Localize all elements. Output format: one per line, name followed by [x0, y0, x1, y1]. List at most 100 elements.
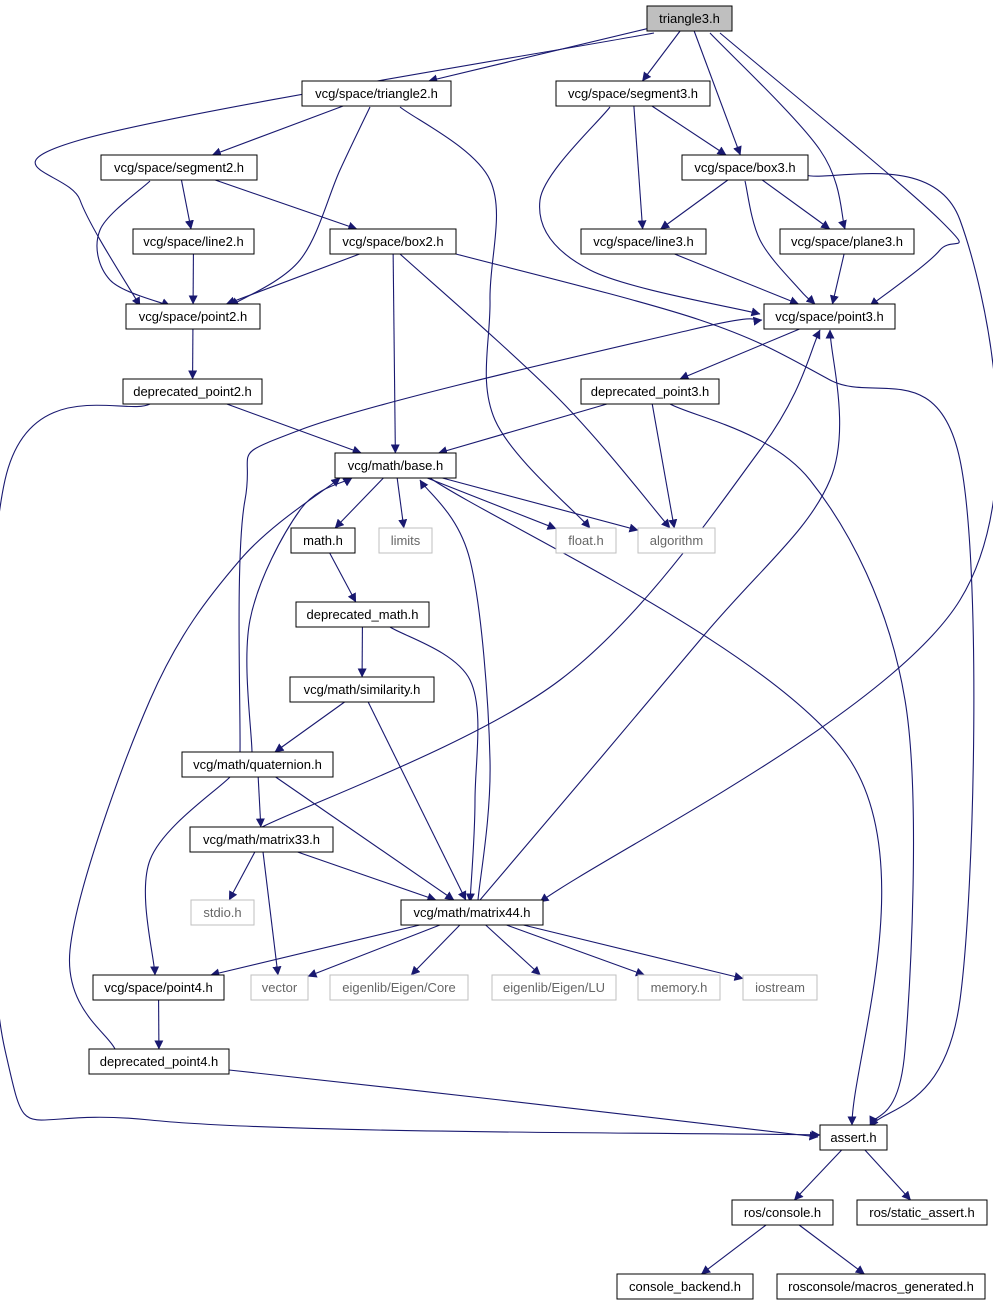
node-box: [819, 1124, 888, 1151]
edge-base-to-algorithm: [442, 477, 639, 533]
edge-line: [226, 403, 362, 455]
edge-line: [660, 179, 729, 230]
node-box: [378, 527, 433, 554]
edge-line: [419, 479, 491, 901]
node-base[interactable]: vcg/math/base.h: [334, 452, 457, 479]
edge-line3-to-point3: [674, 253, 799, 305]
edge-line: [399, 106, 591, 529]
node-label: vector: [262, 980, 298, 995]
edge-ros_console-to-console_backend: [701, 1224, 767, 1275]
node-ros-static-assert[interactable]: ros/static_assert.h: [856, 1199, 988, 1226]
edge-line: [238, 316, 763, 753]
node-box: [731, 1199, 834, 1226]
edge-line: [709, 32, 847, 230]
node-label: vcg/space/box2.h: [342, 234, 443, 249]
node-box: [400, 899, 544, 926]
edge-dep_point4-to-assert: [228, 1069, 819, 1141]
node-box: [88, 1048, 230, 1075]
node-quaternion[interactable]: vcg/math/quaternion.h: [181, 751, 334, 778]
edge-line: [506, 924, 645, 977]
node-limits: limits: [378, 527, 433, 554]
edge-segment2-to-line2: [180, 179, 194, 230]
edge-triangle2-to-float: [399, 106, 591, 529]
node-label: iostream: [755, 980, 805, 995]
edge-line: [523, 924, 744, 981]
node-box: [681, 154, 809, 181]
edge-line: [679, 328, 800, 380]
edge-line: [539, 106, 761, 317]
edge-matrix44-to-point4: [210, 924, 420, 978]
edge-dep_point2-to-assert: [0, 403, 821, 1140]
edge-line: [68, 477, 341, 1050]
edge-base-to-assert: [429, 477, 883, 1126]
node-macros-generated[interactable]: rosconsole/macros_generated.h: [776, 1273, 986, 1300]
edge-line: [329, 552, 357, 603]
node-label: limits: [391, 533, 421, 548]
node-matrix33[interactable]: vcg/math/matrix33.h: [189, 826, 334, 853]
node-dep-point2[interactable]: deprecated_point2.h: [122, 378, 263, 405]
node-box: [580, 378, 720, 405]
node-point2[interactable]: vcg/space/point2.h: [125, 303, 261, 330]
node-segment2[interactable]: vcg/space/segment2.h: [100, 154, 258, 181]
node-label: vcg/space/point2.h: [139, 309, 247, 324]
node-ros-console[interactable]: ros/console.h: [731, 1199, 834, 1226]
edge-line: [669, 403, 915, 1126]
edge-line: [225, 253, 360, 306]
node-math[interactable]: math.h: [290, 527, 356, 554]
edge-segment2-to-box2: [214, 179, 358, 231]
node-label: rosconsole/macros_generated.h: [788, 1279, 974, 1294]
edge-point3-to-dep_point3: [679, 328, 800, 380]
edge-assert-to-ros_console: [793, 1149, 843, 1201]
node-similarity[interactable]: vcg/math/similarity.h: [289, 676, 435, 703]
edge-line: [307, 924, 441, 978]
node-algorithm: algorithm: [637, 527, 716, 554]
edge-line: [367, 701, 467, 901]
node-box: [122, 378, 263, 405]
node-segment3[interactable]: vcg/space/segment3.h: [555, 80, 711, 107]
edge-line: [651, 105, 727, 156]
edge-segment2-to-point2: [96, 180, 171, 307]
node-label: vcg/space/line3.h: [593, 234, 693, 249]
node-box2[interactable]: vcg/space/box2.h: [329, 228, 457, 255]
node-label: deprecated_point2.h: [133, 384, 252, 399]
edge-triangle3-to-box3: [693, 30, 742, 156]
node-plane3[interactable]: vcg/space/plane3.h: [779, 228, 915, 255]
node-box3[interactable]: vcg/space/box3.h: [681, 154, 809, 181]
node-triangle2[interactable]: vcg/space/triangle2.h: [301, 80, 452, 107]
edge-dep_point3-to-algorithm: [651, 403, 678, 529]
node-assert[interactable]: assert.h: [819, 1124, 888, 1151]
node-dep-point4[interactable]: deprecated_point4.h: [88, 1048, 230, 1075]
edge-line: [864, 1149, 911, 1201]
edge-line: [428, 28, 648, 84]
node-box: [646, 5, 733, 32]
node-console-backend[interactable]: console_backend.h: [616, 1273, 754, 1300]
node-label: console_backend.h: [629, 1279, 741, 1294]
node-dep-math[interactable]: deprecated_math.h: [295, 601, 430, 628]
node-box: [295, 601, 430, 628]
node-dep-point3[interactable]: deprecated_point3.h: [580, 378, 720, 405]
edge-line: [651, 403, 678, 529]
node-point3[interactable]: vcg/space/point3.h: [763, 303, 896, 330]
edge-line: [674, 253, 799, 305]
node-box: [580, 228, 707, 255]
node-box: [742, 974, 818, 1001]
edge-line: [701, 1224, 767, 1275]
node-label: vcg/math/matrix44.h: [413, 905, 530, 920]
edge-line: [255, 776, 265, 828]
node-point4[interactable]: vcg/space/point4.h: [92, 974, 225, 1001]
edge-line: [211, 105, 344, 157]
edge-matrix33-to-point3: [261, 329, 821, 828]
node-triangle3[interactable]: triangle3.h: [646, 5, 733, 32]
edge-line: [641, 30, 681, 82]
node-label: assert.h: [830, 1130, 876, 1145]
node-line2[interactable]: vcg/space/line2.h: [132, 228, 255, 255]
edge-base-to-float: [427, 477, 557, 530]
node-line3[interactable]: vcg/space/line3.h: [580, 228, 707, 255]
node-matrix44[interactable]: vcg/math/matrix44.h: [400, 899, 544, 926]
edge-line: [34, 32, 655, 307]
edge-line: [479, 329, 841, 901]
edge-box3-to-matrix44: [539, 173, 993, 903]
node-box: [491, 974, 617, 1001]
edge-line: [262, 851, 282, 976]
